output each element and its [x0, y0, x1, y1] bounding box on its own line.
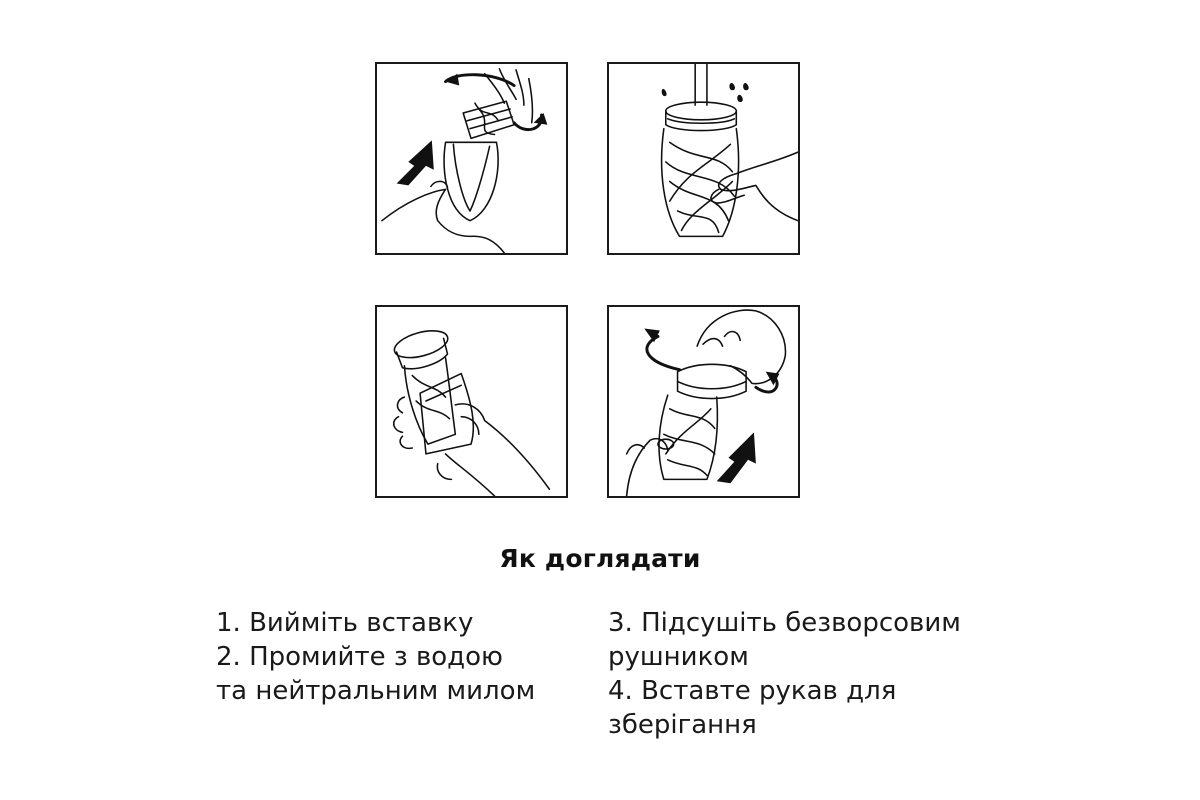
illustration-insert-sleeve [607, 305, 800, 498]
insert-sleeve-icon [625, 309, 787, 496]
step-2-line-2: та нейтральним милом [216, 676, 536, 706]
page-title: Як доглядати [499, 544, 701, 573]
remove-sleeve-icon [381, 68, 548, 253]
step-1-line-1: 1. Вийміть вставку [216, 608, 474, 638]
illustration-rinse [607, 62, 800, 255]
step-4-line-2: зберігання [608, 710, 757, 740]
step-3-line-1: 3. Підсушіть безворсовим [608, 608, 961, 638]
step-4-line-1: 4. Вставте рукав для [608, 676, 897, 706]
illustration-remove-insert [375, 62, 568, 255]
rinse-under-water-icon [660, 64, 798, 238]
step-3-line-2: рушником [608, 642, 749, 672]
steps-right-column: 3. Підсушіть безворсовим рушником 4. Вст… [608, 606, 961, 742]
dry-with-towel-icon [392, 330, 551, 496]
illustration-dry-with-towel [375, 305, 568, 498]
step-2-line-1: 2. Промийте з водою [216, 642, 503, 672]
steps-left-column: 1. Вийміть вставку 2. Промийте з водою т… [216, 606, 535, 708]
